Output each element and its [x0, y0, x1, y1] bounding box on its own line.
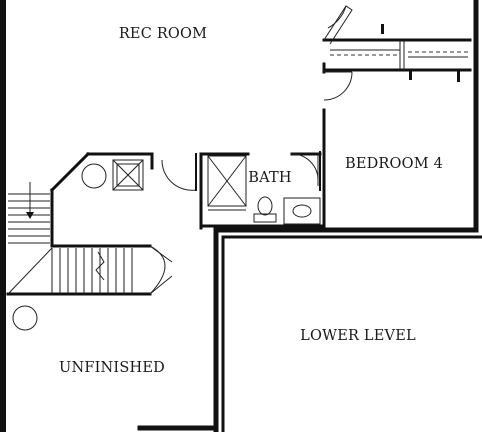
bath-label: BATH	[248, 170, 291, 186]
bedroom-4-walls	[319, 5, 472, 228]
stair-core	[6, 151, 197, 331]
rec-room-label: REC ROOM	[119, 26, 207, 42]
bedroom-4-label: BEDROOM 4	[345, 156, 443, 172]
lower-level-label: LOWER LEVEL	[300, 328, 416, 344]
room-labels: REC ROOM BATH BEDROOM 4 LOWER LEVEL UNFI…	[59, 26, 443, 376]
bath-walls	[199, 152, 326, 230]
unfinished-label: UNFINISHED	[59, 360, 165, 376]
